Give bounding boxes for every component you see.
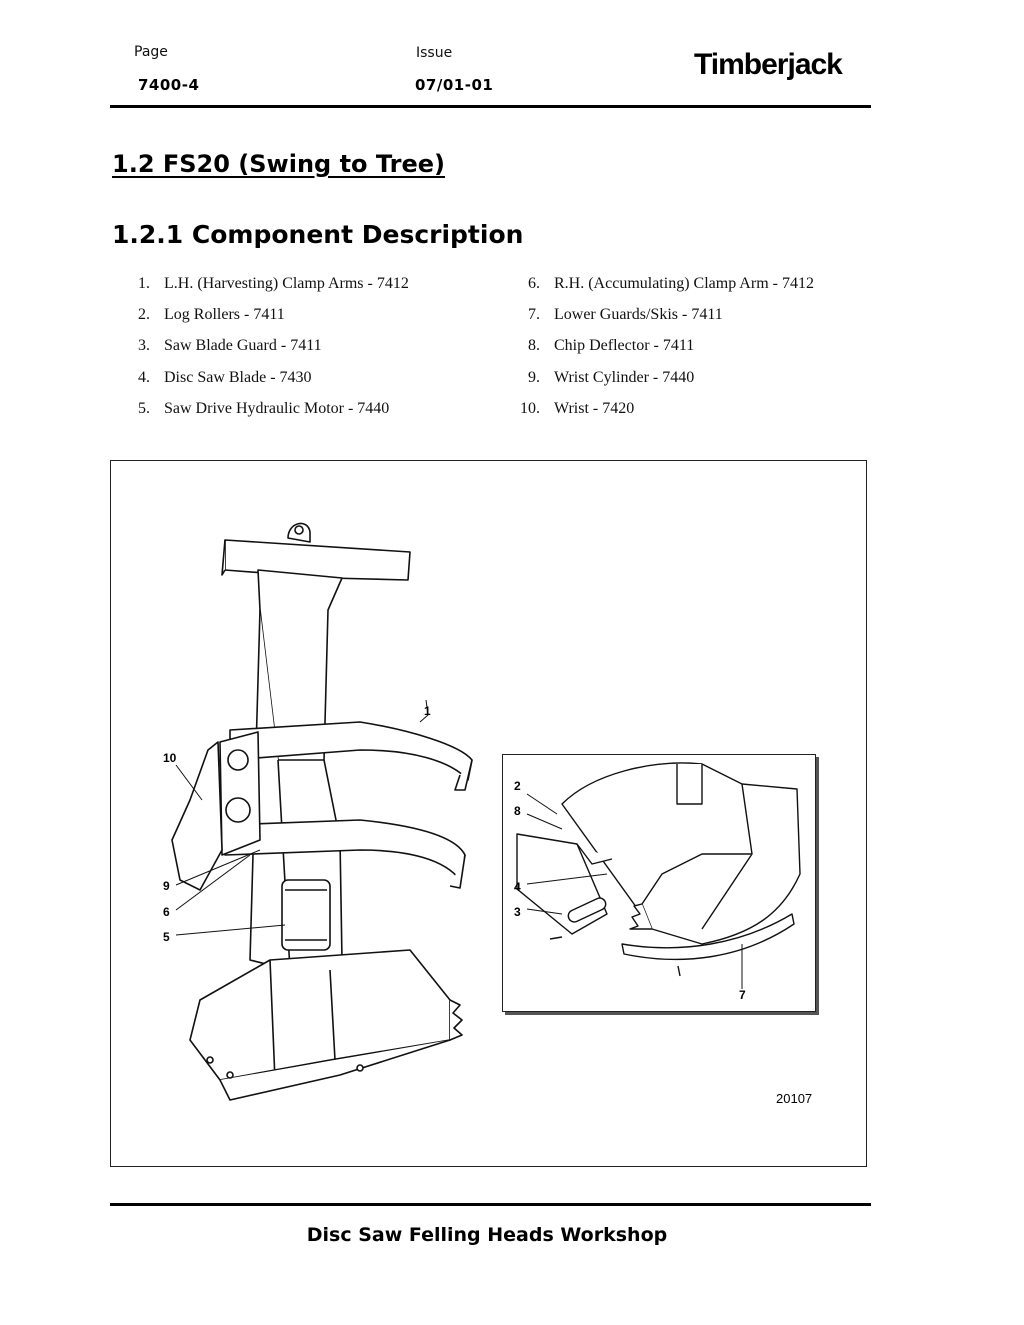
list-item-number: 7.	[528, 306, 540, 323]
callout-3: 3	[514, 905, 521, 919]
list-item: 5. Saw Drive Hydraulic Motor - 7440	[124, 400, 389, 418]
list-item-text: R.H. (Accumulating) Clamp Arm - 7412	[554, 275, 814, 292]
list-item: 7. Lower Guards/Skis - 7411	[502, 306, 723, 324]
timberjack-logo: Timberjack	[694, 48, 843, 81]
callout-9: 9	[163, 879, 170, 893]
list-item-number: 5.	[138, 400, 150, 417]
list-item: 4. Disc Saw Blade - 7430	[124, 369, 312, 387]
list-item: 3. Saw Blade Guard - 7411	[124, 337, 322, 355]
callout-1: 1	[424, 704, 431, 718]
callout-8: 8	[514, 804, 521, 818]
list-item-number: 8.	[528, 337, 540, 354]
list-item-text: Wrist Cylinder - 7440	[554, 369, 695, 386]
footer-title: Disc Saw Felling Heads Workshop	[306, 1224, 668, 1246]
callout-10: 10	[163, 751, 177, 765]
list-item-number: 2.	[138, 306, 150, 323]
subsection-title: 1.2.1 Component Description	[112, 220, 524, 249]
callout-6: 6	[163, 905, 170, 919]
list-item: 6. R.H. (Accumulating) Clamp Arm - 7412	[502, 275, 814, 293]
list-item-text: Log Rollers - 7411	[164, 306, 285, 323]
list-item: 10. Wrist - 7420	[502, 400, 634, 418]
list-item: 1. L.H. (Harvesting) Clamp Arms - 7412	[124, 275, 409, 293]
saw-guard-exploded-drawing	[516, 762, 801, 989]
issue-date: 07/01-01	[415, 76, 494, 94]
list-item: 9. Wrist Cylinder - 7440	[502, 369, 694, 387]
list-item-text: Chip Deflector - 7411	[554, 337, 695, 354]
list-item-number: 3.	[138, 337, 150, 354]
list-item-text: Disc Saw Blade - 7430	[164, 369, 312, 386]
figure-frame	[110, 460, 867, 1167]
list-item: 8. Chip Deflector - 7411	[502, 337, 694, 355]
list-item-number: 9.	[528, 369, 540, 386]
list-item-number: 4.	[138, 369, 150, 386]
callout-2: 2	[514, 779, 521, 793]
list-item-text: L.H. (Harvesting) Clamp Arms - 7412	[164, 275, 409, 292]
list-item-text: Saw Drive Hydraulic Motor - 7440	[164, 400, 390, 417]
callout-4: 4	[514, 880, 521, 894]
list-item-number: 6.	[528, 275, 540, 292]
footer-divider	[110, 1203, 871, 1206]
page-label: Page	[134, 44, 168, 60]
section-title: 1.2 FS20 (Swing to Tree)	[112, 150, 445, 178]
header-divider	[110, 105, 871, 108]
page-number: 7400-4	[138, 76, 200, 94]
list-item-text: Wrist - 7420	[554, 400, 635, 417]
list-item-text: Lower Guards/Skis - 7411	[554, 306, 723, 323]
callout-5: 5	[163, 930, 170, 944]
list-item-number: 10.	[520, 400, 540, 417]
felling-head-drawing	[171, 522, 473, 1101]
list-item-number: 1.	[138, 275, 150, 292]
issue-label: Issue	[416, 45, 453, 61]
figure-number: 20107	[776, 1091, 813, 1106]
list-item-text: Saw Blade Guard - 7411	[164, 337, 322, 354]
callout-7: 7	[739, 988, 746, 1002]
list-item: 2. Log Rollers - 7411	[124, 306, 285, 324]
